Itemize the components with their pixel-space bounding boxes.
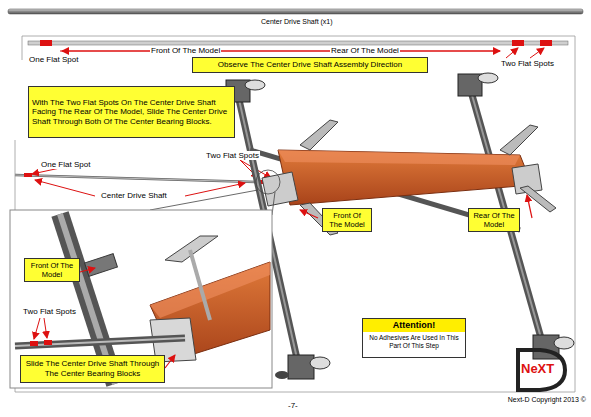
direction-box: Rear Of The Model: [468, 208, 520, 232]
box-heading: Front Of The Model: [326, 211, 368, 229]
direction-label: Front Of The Model: [150, 46, 221, 55]
box-text: No Adhesives Are Used In This Part Of Th…: [363, 332, 465, 352]
box-heading: With The Two Flat Spots On The Center Dr…: [32, 98, 231, 127]
box-heading: Rear Of The Model: [472, 211, 516, 229]
direction-box: Front Of The Model: [24, 258, 80, 282]
logo-text: NeXT: [520, 362, 555, 377]
chassis: [278, 150, 532, 205]
part-label: Center Drive Shaft: [100, 191, 168, 200]
box-heading: Observe The Center Drive Shaft Assembly …: [218, 60, 402, 70]
part-label: One Flat Spot: [28, 55, 79, 64]
attention-box: Attention!No Adhesives Are Used In This …: [362, 318, 466, 358]
part-label: Two Flat Spots: [205, 151, 260, 160]
rear-axle: [458, 73, 574, 359]
copyright: Next-D Copyright 2013 ©: [507, 396, 587, 404]
box-heading: Attention!: [363, 319, 465, 332]
detail-inset: [10, 210, 272, 388]
box-heading: Front Of The Model: [28, 261, 76, 279]
shaft-part: [8, 9, 583, 14]
instruction-box: With The Two Flat Spots On The Center Dr…: [28, 86, 235, 138]
page-number: -7-: [287, 401, 299, 410]
direction-label: Rear Of The Model: [330, 46, 400, 55]
page-title: Center Drive Shaft (x1): [260, 18, 334, 26]
direction-box: Front Of The Model: [322, 208, 372, 232]
note-box: Observe The Center Drive Shaft Assembly …: [192, 57, 428, 73]
instruction-box: Slide The Center Drive Shaft Through The…: [20, 355, 165, 383]
part-label: Two Flat Spots: [22, 307, 77, 316]
box-heading: Slide The Center Drive Shaft Through The…: [24, 359, 161, 378]
logo-d: [518, 350, 565, 390]
part-label: Two Flat Spots: [500, 59, 555, 68]
part-label: One Flat Spot: [40, 160, 91, 169]
shaft-reference: [28, 41, 568, 45]
